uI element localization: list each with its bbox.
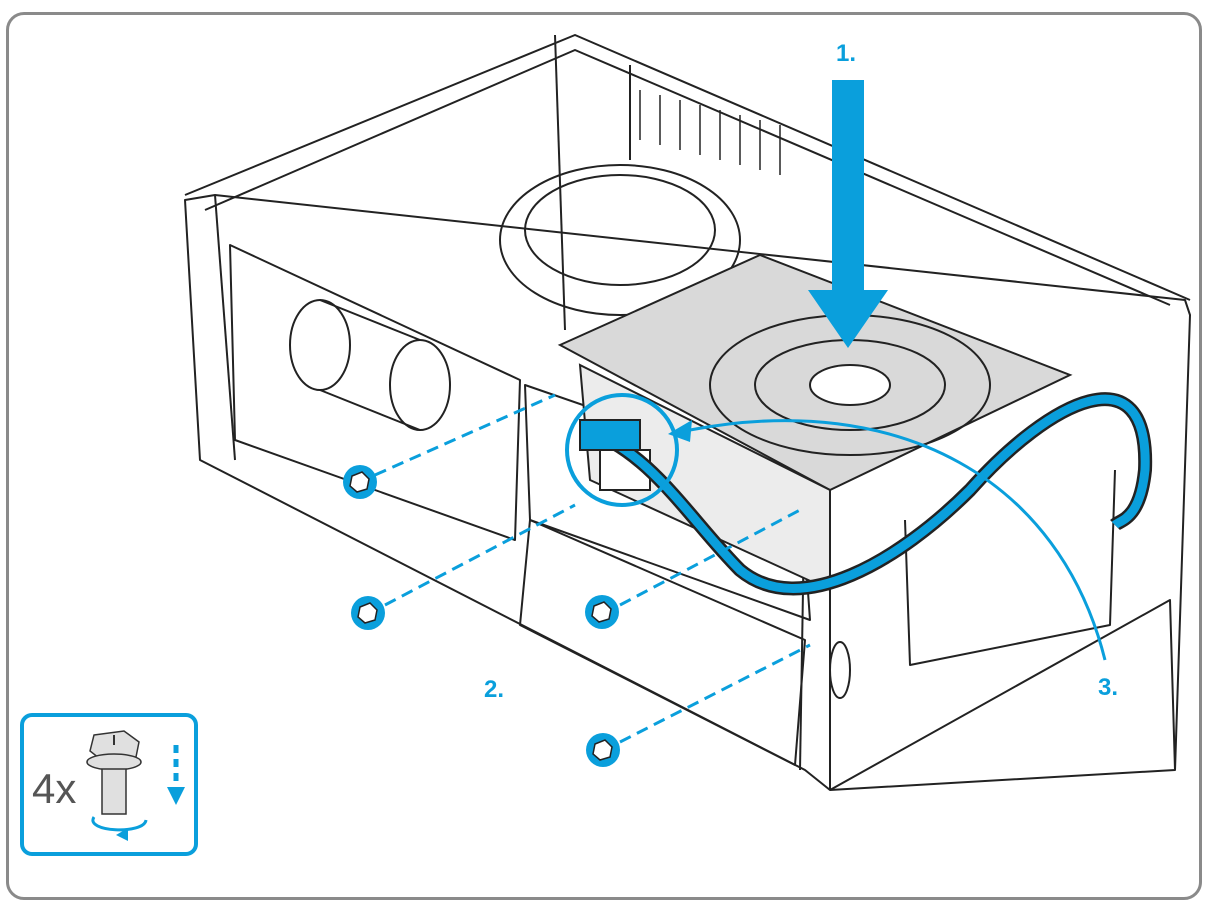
power-supply [557, 253, 1073, 592]
screw-quantity: 4x [32, 765, 77, 812]
screw-icon [343, 465, 377, 499]
cable-connector [579, 419, 641, 451]
screw-tighten-icon [86, 730, 185, 841]
step-3-label: 3. [1098, 674, 1119, 701]
screw-guide-lines [374, 393, 811, 744]
step-1-label: 1. [836, 40, 857, 67]
insert-down-arrow [808, 80, 888, 348]
cpu-cooler [499, 164, 741, 316]
connector-highlight-circle [565, 393, 679, 507]
screw-icon [586, 733, 620, 767]
step-2-label: 2. [484, 676, 505, 703]
screw-icon [585, 595, 619, 629]
screw-icon [351, 596, 385, 630]
connect-cable-arrow [689, 419, 1107, 661]
screws [343, 465, 620, 767]
screw-quantity-inset: 4x [20, 713, 198, 856]
illustration-frame [6, 12, 1202, 900]
